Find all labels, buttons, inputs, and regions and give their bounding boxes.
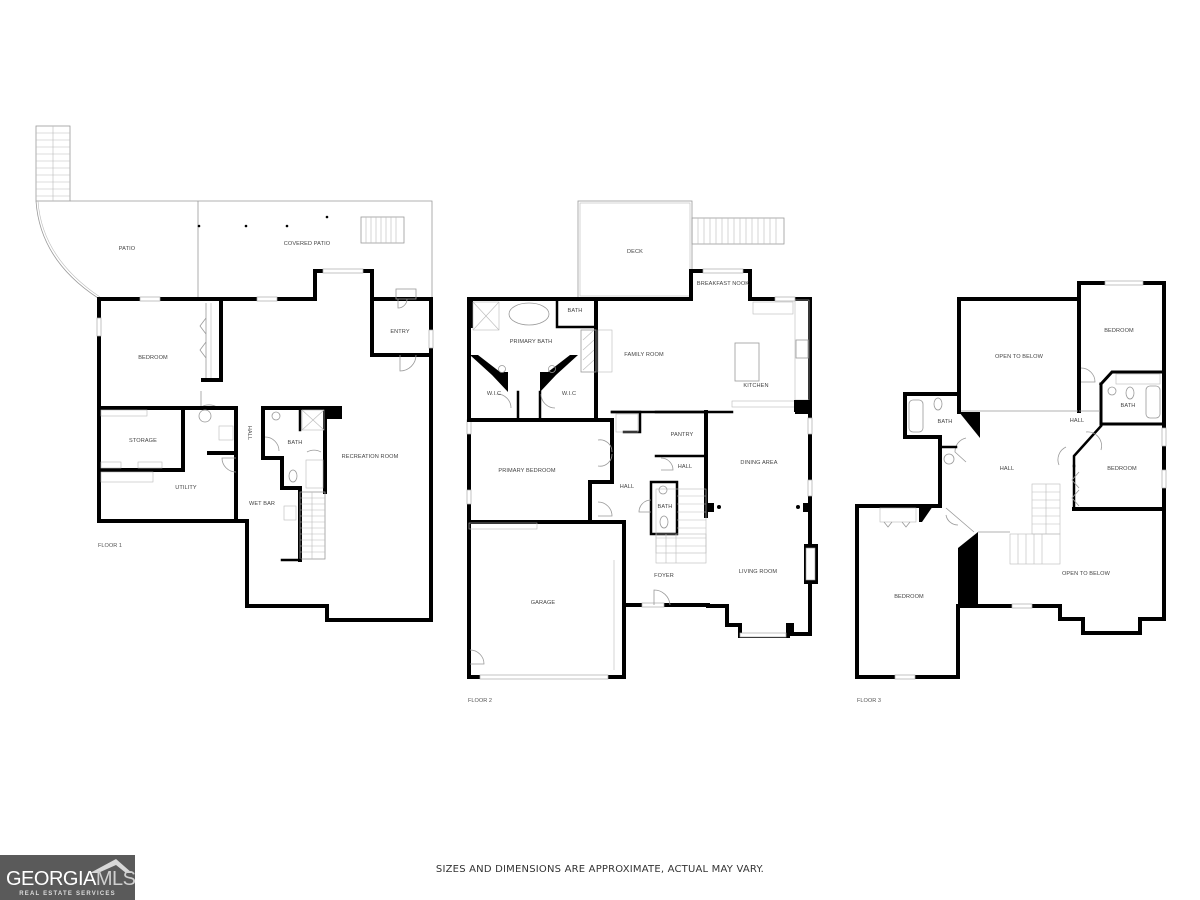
room-label-bath: BATH <box>658 504 673 510</box>
room-label-open-to-below-top: OPEN TO BELOW <box>995 354 1044 360</box>
room-label-dining-area: DINING AREA <box>740 460 777 466</box>
logo-subtitle: REAL ESTATE SERVICES <box>19 891 116 897</box>
room-label-bath-small: BATH <box>568 308 583 314</box>
room-label-covered-patio: COVERED PATIO <box>284 241 331 247</box>
room-label-open-to-below-bottom: OPEN TO BELOW <box>1062 571 1111 577</box>
floor-1-plan: PATIO COVERED PATIO ENTRY BEDROOM STORAG… <box>35 125 434 622</box>
room-label-pantry: PANTRY <box>671 432 694 438</box>
room-label-bedroom-right: BEDROOM <box>1107 466 1137 472</box>
floor-2-plan: DECK BREAKFAST NOOK BATH PRIMARY BATH FA… <box>466 200 818 704</box>
georgia-mls-logo: GEORGIAMLS REAL ESTATE SERVICES <box>0 855 136 900</box>
room-label-bath-right: BATH <box>1121 403 1136 409</box>
room-label-wic-right: W.I.C <box>562 391 576 397</box>
logo-wordmark: GEORGIAMLS <box>6 868 136 890</box>
room-label-hall: HALL <box>246 426 252 440</box>
room-label-wet-bar: WET BAR <box>249 501 275 507</box>
room-label-living-room: LIVING ROOM <box>739 569 778 575</box>
floor-3-plan: OPEN TO BELOW BEDROOM BATH HALL BATH HAL… <box>855 280 1167 704</box>
room-label-bedroom: BEDROOM <box>138 355 168 361</box>
room-label-deck: DECK <box>627 249 643 255</box>
room-label-breakfast-nook: BREAKFAST NOOK <box>697 281 749 287</box>
room-label-utility: UTILITY <box>175 485 197 491</box>
room-label-bath-left: BATH <box>938 419 953 425</box>
room-label-family-room: FAMILY ROOM <box>624 352 664 358</box>
room-label-primary-bath: PRIMARY BATH <box>510 339 553 345</box>
floor-1-label: FLOOR 1 <box>98 543 122 549</box>
room-label-hall-right: HALL <box>1070 418 1084 424</box>
room-label-hall: HALL <box>620 484 634 490</box>
room-label-bedroom-left: BEDROOM <box>894 594 924 600</box>
room-label-kitchen: KITCHEN <box>743 383 768 389</box>
room-label-storage: STORAGE <box>129 438 157 444</box>
floor-3-label: FLOOR 3 <box>857 698 881 704</box>
room-label-wic-left: W.I.C <box>487 391 501 397</box>
roof-icon <box>90 859 132 873</box>
room-label-entry: ENTRY <box>390 329 410 335</box>
room-label-foyer: FOYER <box>654 573 674 579</box>
room-label-hall: HALL <box>1000 466 1014 472</box>
room-label-bedroom-top: BEDROOM <box>1104 328 1134 334</box>
room-label-bath: BATH <box>288 440 303 446</box>
floor-2-label: FLOOR 2 <box>468 698 492 704</box>
room-label-recreation-room: RECREATION ROOM <box>342 454 399 460</box>
room-label-primary-bedroom: PRIMARY BEDROOM <box>498 468 555 474</box>
room-label-patio: PATIO <box>119 246 136 252</box>
room-label-hall-small: HALL <box>678 464 692 470</box>
disclaimer-text: SIZES AND DIMENSIONS ARE APPROXIMATE, AC… <box>435 864 765 875</box>
room-label-garage: GARAGE <box>531 600 556 606</box>
